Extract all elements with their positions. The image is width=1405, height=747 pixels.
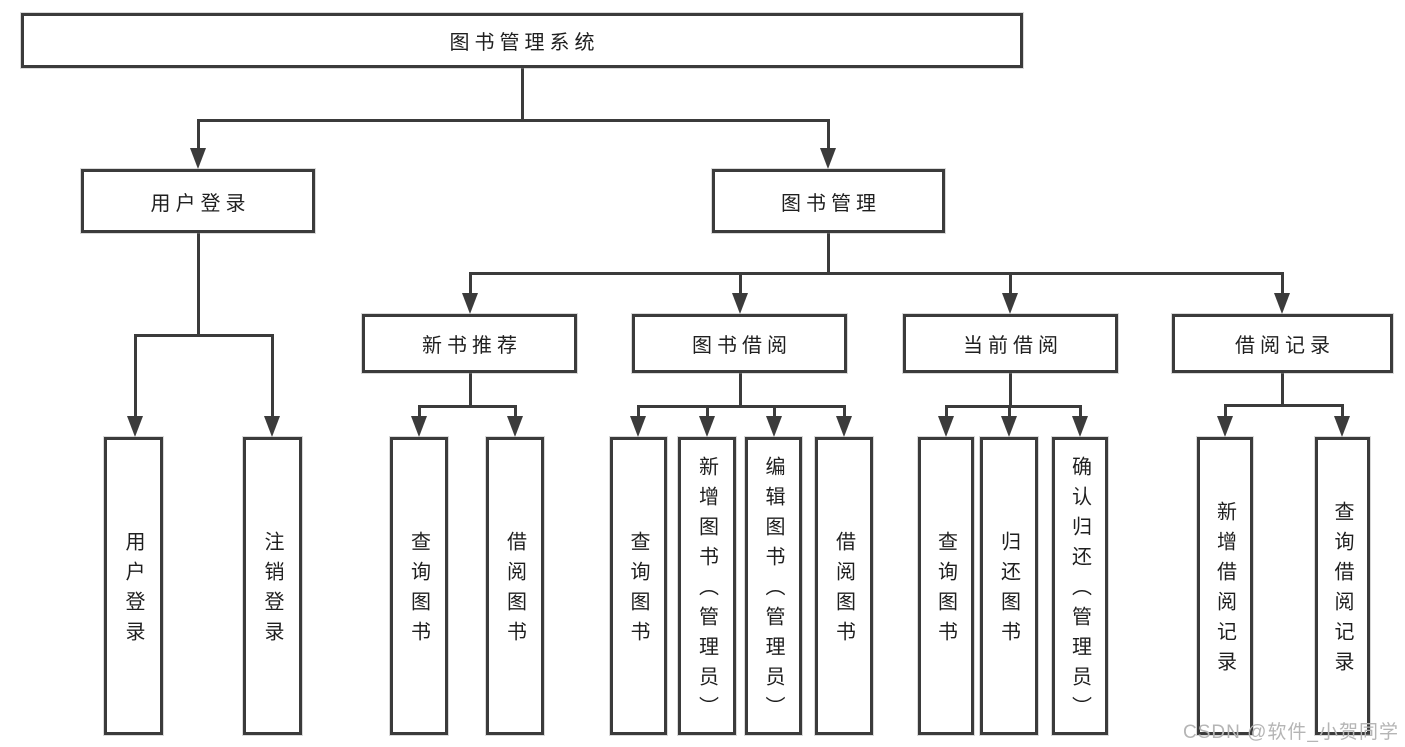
node-label-leaf-query-borrow-record: 查询借阅记录 <box>1331 501 1353 681</box>
connector-drop-root-1 <box>826 120 830 152</box>
node-label-leaf-confirm-return: 确认归还（管理员） <box>1068 456 1091 726</box>
connector-drop-borrow-records-0 <box>1223 405 1227 420</box>
node-label-leaf-edit-book-admin: 编辑图书（管理员） <box>762 456 784 726</box>
arrow-down-icon-user-login-0 <box>127 416 143 437</box>
node-leaf-logout: 注销登录 <box>243 437 302 735</box>
connector-drop-root-0 <box>196 120 200 152</box>
node-book-borrow: 图书借阅 <box>632 314 847 373</box>
node-leaf-confirm-return: 确认归还（管理员） <box>1052 437 1108 735</box>
node-label-leaf-borrow-book-rec: 借阅图书 <box>503 531 526 651</box>
node-leaf-borrow-book-rec: 借阅图书 <box>486 437 544 735</box>
node-label-leaf-user-login: 用户登录 <box>122 531 144 651</box>
connector-drop-book-borrow-2 <box>772 406 776 420</box>
connector-drop-borrow-records-1 <box>1340 405 1344 420</box>
node-borrow-records: 借阅记录 <box>1172 314 1393 373</box>
node-current-borrow: 当前借阅 <box>903 314 1118 373</box>
node-leaf-query-borrow-record: 查询借阅记录 <box>1315 437 1370 735</box>
arrow-down-icon-root-1 <box>820 148 836 169</box>
arrow-down-icon-book-management-3 <box>1274 293 1290 314</box>
arrow-down-icon-book-management-1 <box>732 293 748 314</box>
connector-drop-current-borrow-1 <box>1007 406 1011 420</box>
node-label-root: 图书管理系统 <box>449 32 600 54</box>
connector-rail-book-borrow <box>636 404 846 408</box>
node-label-leaf-add-borrow-record: 新增借阅记录 <box>1213 501 1236 681</box>
connector-rail-current-borrow <box>944 404 1082 408</box>
connector-drop-book-management-3 <box>1280 273 1284 297</box>
connector-drop-user-login-1 <box>270 335 274 420</box>
arrow-down-icon-book-management-0 <box>462 293 478 314</box>
node-root: 图书管理系统 <box>21 13 1023 68</box>
node-label-book-borrow: 图书借阅 <box>692 335 792 357</box>
connector-stem-borrow-records <box>1280 373 1284 405</box>
node-label-user-login: 用户登录 <box>150 192 251 215</box>
node-leaf-return-book: 归还图书 <box>980 437 1038 735</box>
node-label-leaf-borrow-book: 借阅图书 <box>832 531 855 651</box>
connector-stem-book-management <box>826 233 830 273</box>
node-label-leaf-return-book: 归还图书 <box>997 531 1020 651</box>
arrow-down-icon-book-borrow-0 <box>630 416 646 437</box>
node-label-leaf-logout: 注销登录 <box>261 531 283 651</box>
arrow-down-icon-borrow-records-1 <box>1334 416 1350 437</box>
connector-stem-new-book-recommend <box>468 373 472 406</box>
connector-stem-book-borrow <box>738 373 742 406</box>
node-label-leaf-query-book-rec: 查询图书 <box>407 531 430 651</box>
connector-drop-new-book-recommend-0 <box>417 406 421 420</box>
arrow-down-icon-book-borrow-1 <box>699 416 715 437</box>
connector-drop-book-management-2 <box>1008 273 1012 297</box>
connector-drop-book-management-1 <box>738 273 742 297</box>
arrow-down-icon-book-borrow-3 <box>836 416 852 437</box>
arrow-down-icon-book-borrow-2 <box>766 416 782 437</box>
node-label-new-book-recommend: 新书推荐 <box>422 335 522 357</box>
arrow-down-icon-book-management-2 <box>1002 293 1018 314</box>
connector-drop-current-borrow-0 <box>944 406 948 420</box>
connector-stem-user-login <box>196 233 200 335</box>
node-user-login: 用户登录 <box>81 169 315 233</box>
connector-stem-root <box>520 68 524 120</box>
connector-drop-book-borrow-1 <box>705 406 709 420</box>
arrow-down-icon-new-book-recommend-0 <box>411 416 427 437</box>
arrow-down-icon-current-borrow-0 <box>938 416 954 437</box>
arrow-down-icon-new-book-recommend-1 <box>507 416 523 437</box>
connector-drop-book-borrow-0 <box>636 406 640 420</box>
connector-drop-book-borrow-3 <box>842 406 846 420</box>
connector-drop-current-borrow-2 <box>1078 406 1082 420</box>
node-new-book-recommend: 新书推荐 <box>362 314 577 373</box>
arrow-down-icon-current-borrow-2 <box>1072 416 1088 437</box>
connector-rail-root <box>196 118 830 122</box>
connector-rail-book-management <box>468 271 1284 275</box>
node-leaf-borrow-book: 借阅图书 <box>815 437 873 735</box>
connector-stem-current-borrow <box>1008 373 1012 406</box>
node-book-management: 图书管理 <box>712 169 945 233</box>
node-leaf-query-book-rec: 查询图书 <box>390 437 448 735</box>
node-label-leaf-query-book-current: 查询图书 <box>934 531 957 651</box>
node-leaf-add-borrow-record: 新增借阅记录 <box>1197 437 1253 735</box>
connector-drop-new-book-recommend-1 <box>513 406 517 420</box>
connector-drop-user-login-0 <box>133 335 137 420</box>
node-leaf-add-book-admin: 新增图书（管理员） <box>678 437 736 735</box>
node-leaf-user-login: 用户登录 <box>104 437 163 735</box>
node-label-borrow-records: 借阅记录 <box>1235 335 1335 357</box>
node-leaf-query-book-borrow: 查询图书 <box>610 437 667 735</box>
connector-rail-new-book-recommend <box>417 404 517 408</box>
node-label-book-management: 图书管理 <box>781 192 881 215</box>
node-label-leaf-query-book-borrow: 查询图书 <box>627 531 649 651</box>
arrow-down-icon-user-login-1 <box>264 416 280 437</box>
node-leaf-edit-book-admin: 编辑图书（管理员） <box>745 437 802 735</box>
csdn-watermark: CSDN @软件_小贺同学 <box>1183 722 1399 743</box>
node-leaf-query-book-current: 查询图书 <box>918 437 974 735</box>
connector-drop-book-management-0 <box>468 273 472 297</box>
node-label-leaf-add-book-admin: 新增图书（管理员） <box>695 456 718 726</box>
arrow-down-icon-root-0 <box>190 148 206 169</box>
arrow-down-icon-borrow-records-0 <box>1217 416 1233 437</box>
connector-rail-borrow-records <box>1223 403 1344 407</box>
connector-rail-user-login <box>133 333 274 337</box>
arrow-down-icon-current-borrow-1 <box>1001 416 1017 437</box>
node-label-current-borrow: 当前借阅 <box>963 335 1063 357</box>
